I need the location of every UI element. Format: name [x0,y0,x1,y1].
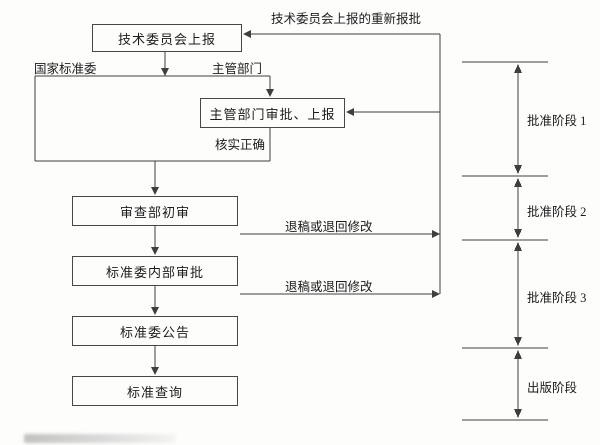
phase-brackets [462,61,548,421]
phase-label-approval-1: 批准阶段 1 [527,114,587,128]
flow-box-technical-committee-report: 技术委员会上报 [92,24,242,52]
flow-box-review-dept-initial-review: 审查部初审 [72,196,238,226]
arrow-down-icon [514,165,522,174]
edge-label-reject-or-return-1: 退稿或退回修改 [285,220,373,234]
arrow-left-icon [346,108,354,116]
edge-label-competent-department: 主管部门 [212,62,263,76]
arrow-down-icon [266,89,274,97]
arrow-down-icon [514,229,522,238]
arrow-left-icon [243,30,251,38]
edge-label-national-standards-committee: 国家标准委 [34,62,97,76]
arrow-down-icon [151,187,159,195]
arrow-down-icon [151,247,159,255]
flow-connectors [34,52,274,375]
arrow-down-icon [161,68,169,76]
arrow-right-icon [432,230,440,238]
arrow-down-icon [514,409,522,418]
flow-box-standard-query: 标准查询 [72,376,238,406]
phase-label-approval-3: 批准阶段 3 [527,291,587,305]
phase-label-approval-2: 批准阶段 2 [527,205,587,219]
arrow-up-icon [514,178,522,187]
arrow-up-icon [514,350,522,359]
scan-artifact [24,434,176,443]
edge-label-verification: 核实正确 [215,138,266,152]
arrow-down-icon [151,307,159,315]
edge-label-reject-or-return-2: 退稿或退回修改 [285,280,373,294]
arrow-down-icon [514,337,522,346]
flow-box-committee-internal-approval: 标准委内部审批 [72,256,238,286]
feedback-connectors [240,30,441,298]
arrow-up-icon [514,64,522,73]
flow-box-competent-dept-approval: 主管部门审批、上报 [200,98,345,128]
arrow-up-icon [514,242,522,251]
edge-label-resubmission: 技术委员会上报的重新报批 [270,12,421,26]
arrow-right-icon [432,290,440,298]
flow-box-committee-announcement: 标准委公告 [72,316,238,346]
phase-label-publication: 出版阶段 [527,381,578,395]
arrow-down-icon [151,367,159,375]
